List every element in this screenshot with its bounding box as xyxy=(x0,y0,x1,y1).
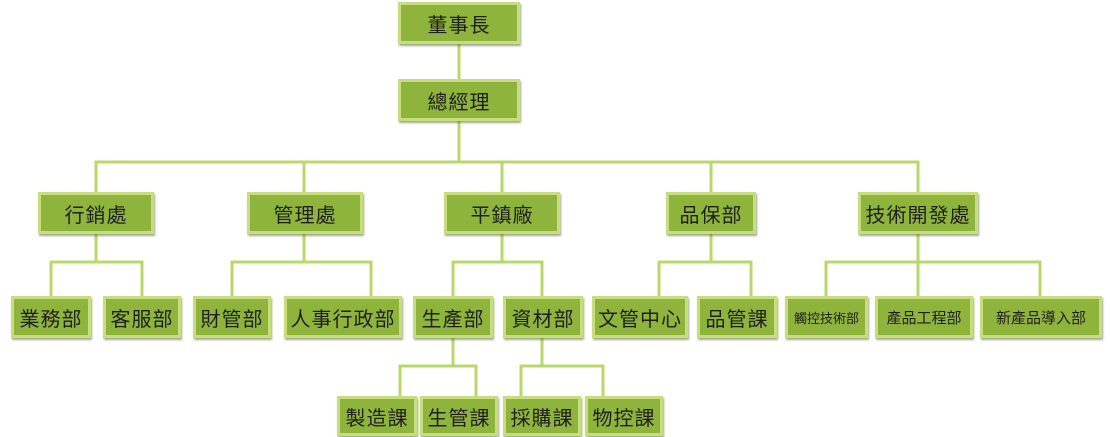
node-purchasing: 採購課 xyxy=(503,396,581,436)
node-new-product-introduction: 新產品導入部 xyxy=(980,296,1102,338)
node-document-center: 文管中心 xyxy=(592,296,688,338)
node-material-control: 物控課 xyxy=(585,396,663,436)
node-materials: 資材部 xyxy=(503,296,583,338)
node-marketing: 行銷處 xyxy=(38,192,154,234)
node-production: 生產部 xyxy=(413,296,493,338)
node-sales: 業務部 xyxy=(11,296,91,338)
node-manufacturing: 製造課 xyxy=(337,396,417,436)
node-tech-development: 技術開發處 xyxy=(858,192,978,234)
node-pingzhen-plant: 平鎮廠 xyxy=(444,192,560,234)
node-product-engineering: 產品工程部 xyxy=(875,296,973,338)
node-production-control: 生管課 xyxy=(420,396,498,436)
node-management: 管理處 xyxy=(247,192,363,234)
node-touch-tech: 觸控技術部 xyxy=(785,296,868,338)
node-finance: 財管部 xyxy=(193,296,271,338)
node-chairman: 董事長 xyxy=(398,2,520,44)
node-general-manager: 總經理 xyxy=(398,79,520,121)
node-customer-service: 客服部 xyxy=(103,296,181,338)
node-quality-control: 品管課 xyxy=(697,296,777,338)
node-hr-admin: 人事行政部 xyxy=(284,296,402,338)
node-quality-assurance: 品保部 xyxy=(666,192,756,234)
